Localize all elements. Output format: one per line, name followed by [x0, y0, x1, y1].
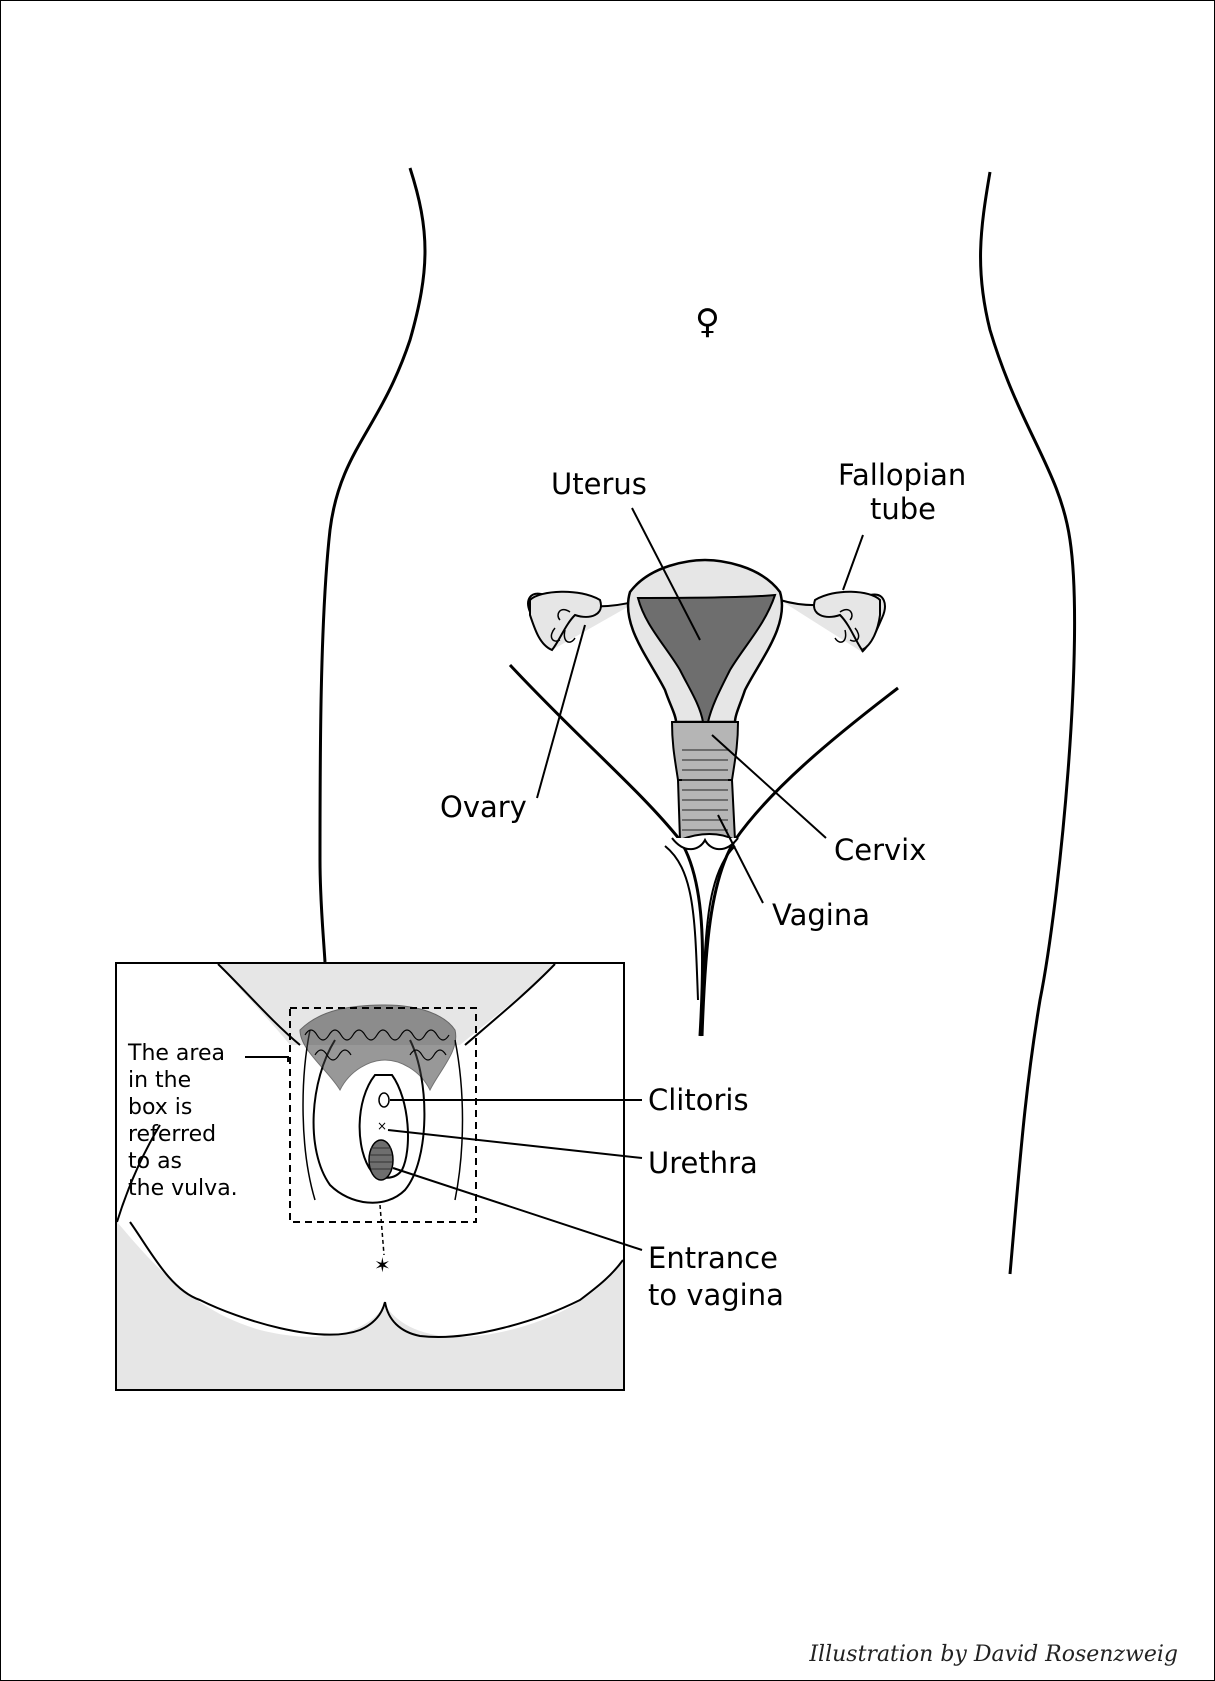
inset-note-line3: box is — [128, 1094, 192, 1121]
leader-ovary — [537, 625, 585, 798]
label-entrance-line2: to vagina — [648, 1278, 784, 1312]
inset-note-line5: to as — [128, 1148, 182, 1175]
groin-line-right-inner — [703, 846, 735, 1000]
vaginal-entrance-mark — [369, 1140, 393, 1180]
inset-note-line4: referred — [128, 1121, 216, 1148]
illustration-credit: Illustration by David Rosenzweig — [809, 1642, 1178, 1667]
label-ovary: Ovary — [440, 790, 527, 824]
label-urethra: Urethra — [648, 1146, 758, 1180]
label-fallopian-line2: tube — [870, 492, 936, 526]
inset-note-line1: The area — [128, 1040, 225, 1067]
label-uterus: Uterus — [551, 467, 647, 501]
body-outline-right — [981, 172, 1075, 1274]
label-fallopian-line1: Fallopian — [838, 458, 966, 492]
clitoris-mark — [379, 1093, 389, 1107]
urethra-mark: × — [377, 1119, 387, 1133]
vagina-opening — [672, 838, 738, 849]
leader-fallopian — [843, 535, 863, 590]
uterus-drawing — [528, 560, 885, 849]
label-vagina: Vagina — [772, 898, 870, 932]
body-outline-left — [320, 168, 425, 962]
label-entrance-line1: Entrance — [648, 1241, 778, 1275]
label-cervix: Cervix — [834, 833, 926, 867]
anus-mark: ✶ — [374, 1253, 391, 1277]
label-clitoris: Clitoris — [648, 1083, 749, 1117]
inset-note-line2: in the — [128, 1067, 191, 1094]
cervix-body — [672, 722, 738, 780]
inset-note-line6: the vulva. — [128, 1175, 238, 1202]
female-symbol: ♀ — [695, 305, 720, 339]
